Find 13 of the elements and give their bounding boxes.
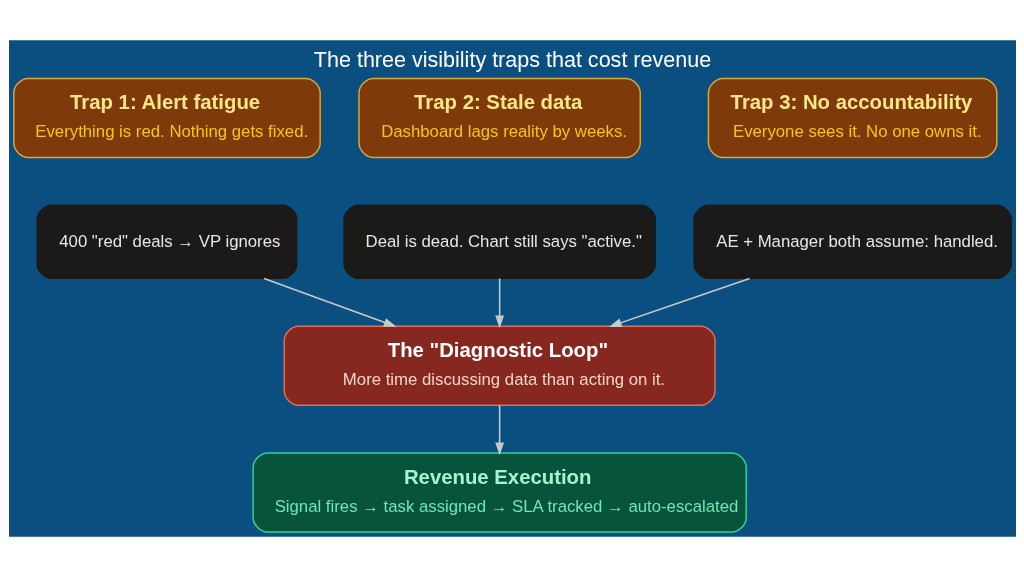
arrow [494,403,504,455]
diagram-title: The three visibility traps that cost revenue [313,47,711,72]
arrow [262,277,396,327]
node-box: Deal is dead. Chart still says "active." [342,204,656,279]
node-box: Trap 2: Stale data Dashboard lags reality by weeks. [357,77,641,158]
arrow [608,277,750,327]
node-box: The "Diagnostic Loop" More time discussing data than acting on it. [283,324,716,406]
node-box: 400 "red" deals → VP ignores [35,204,298,279]
arrow [494,277,504,328]
node-box: Trap 3: No accountability Everyone sees it. No one owns it. [707,77,998,158]
node-box: Revenue Execution Signal fires → task assigned → SLA tracked → auto-escalated [251,451,747,533]
node-box: Trap 1: Alert fatigue Everything is red. Nothing gets fixed. [12,77,321,158]
node-box: AE + Manager both assume: handled. [692,204,1012,279]
